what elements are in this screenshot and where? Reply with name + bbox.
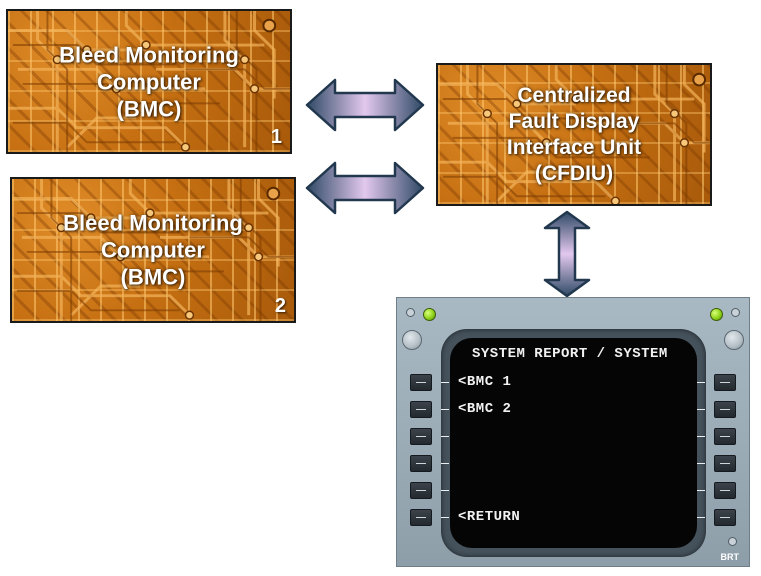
lsk-2l-button[interactable] — [410, 401, 432, 418]
bmc-2-line3: (BMC) — [120, 264, 186, 290]
bmc-2-line1: Bleed Monitoring — [63, 210, 243, 236]
lsk-tick — [441, 517, 449, 518]
lsk-3l-button[interactable] — [410, 428, 432, 445]
mcdu-title: SYSTEM REPORT / SYSTEM — [472, 346, 668, 362]
bmc-2-title: Bleed Monitoring Computer (BMC) — [12, 210, 294, 291]
lsk-3r-button[interactable] — [714, 428, 736, 445]
led-indicator-icon — [710, 308, 723, 321]
screw-icon — [731, 308, 740, 317]
lsk-tick — [697, 409, 705, 410]
cfdiu-mcdu-double-arrow-icon — [543, 210, 591, 298]
lsk-2r-button[interactable] — [714, 401, 736, 418]
lsk-tick — [441, 382, 449, 383]
mcdu-line-6: <RETURN — [458, 509, 521, 525]
screw-icon — [406, 308, 415, 317]
lsk-tick — [697, 463, 705, 464]
lsk-1r-button[interactable] — [714, 374, 736, 391]
bmc-1-line1: Bleed Monitoring — [59, 42, 239, 67]
cfdiu-line2: Fault Display — [508, 109, 640, 133]
bmc-1-number: 1 — [270, 126, 282, 148]
lsk-5r-button[interactable] — [714, 482, 736, 499]
cfdiu-box: Centralized Fault Display Interface Unit… — [436, 63, 712, 206]
bmc-1-line2: Computer — [97, 69, 201, 94]
brt-label: BRT — [720, 552, 740, 562]
lsk-4l-button[interactable] — [410, 455, 432, 472]
bmc-1-cfdiu-double-arrow-icon — [305, 78, 425, 132]
bmc-1-box: Bleed Monitoring Computer (BMC) 1 — [6, 9, 292, 154]
lsk-tick — [697, 436, 705, 437]
lsk-tick — [441, 436, 449, 437]
mcdu-line-1: <BMC 1 — [458, 374, 512, 390]
cfdiu-line4: (CFDIU) — [534, 161, 614, 185]
lsk-tick — [441, 463, 449, 464]
lsk-1l-button[interactable] — [410, 374, 432, 391]
brightness-knob-icon[interactable] — [402, 330, 422, 350]
lsk-tick — [697, 517, 705, 518]
mcdu-panel: SYSTEM REPORT / SYSTEM <BMC 1 <BMC 2 <RE… — [396, 297, 750, 567]
bmc-2-box: Bleed Monitoring Computer (BMC) 2 — [10, 177, 296, 323]
bmc-1-line3: (BMC) — [116, 96, 182, 121]
bmc-2-cfdiu-double-arrow-icon — [305, 161, 425, 215]
mcdu-screen: SYSTEM REPORT / SYSTEM <BMC 1 <BMC 2 <RE… — [450, 338, 697, 548]
brightness-knob-icon[interactable] — [724, 330, 744, 350]
lsk-tick — [441, 490, 449, 491]
bmc-2-number: 2 — [274, 295, 286, 317]
lsk-tick — [697, 490, 705, 491]
bmc-2-line2: Computer — [101, 237, 205, 263]
cfdiu-line3: Interface Unit — [506, 135, 642, 159]
screw-icon — [728, 537, 737, 546]
cfdiu-title: Centralized Fault Display Interface Unit… — [438, 83, 710, 187]
lsk-tick — [697, 382, 705, 383]
lsk-4r-button[interactable] — [714, 455, 736, 472]
mcdu-line-2: <BMC 2 — [458, 401, 512, 417]
cfdiu-line1: Centralized — [517, 83, 631, 107]
led-indicator-icon — [423, 308, 436, 321]
lsk-5l-button[interactable] — [410, 482, 432, 499]
lsk-6l-button[interactable] — [410, 509, 432, 526]
lsk-6r-button[interactable] — [714, 509, 736, 526]
bmc-1-title: Bleed Monitoring Computer (BMC) — [8, 41, 290, 122]
lsk-tick — [441, 409, 449, 410]
